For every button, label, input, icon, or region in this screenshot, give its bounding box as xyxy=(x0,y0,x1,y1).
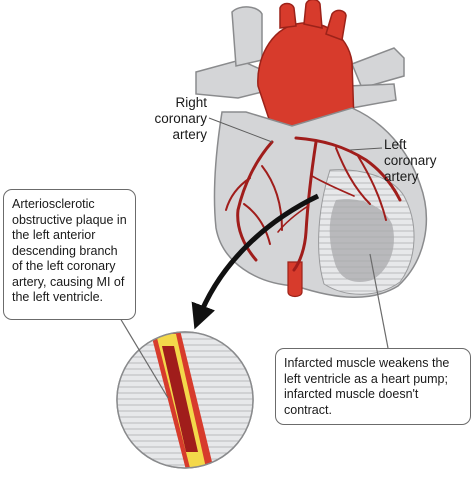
arrow xyxy=(191,193,320,330)
callout-connectors xyxy=(119,253,389,399)
descending-aorta xyxy=(287,261,303,298)
infarct-core xyxy=(329,199,394,282)
callout-infarct: Infarcted muscle weakens the left ventri… xyxy=(275,348,471,425)
callout-plaque: Arteriosclerotic obstructive plaque in t… xyxy=(3,189,136,320)
leader-lines xyxy=(208,117,383,151)
label-right-coronary-artery: Right coronary artery xyxy=(154,95,207,142)
aorta xyxy=(257,0,355,129)
great-vessels xyxy=(195,6,405,109)
artery-zoom-circle xyxy=(116,331,254,469)
label-left-coronary-artery: Left coronary artery xyxy=(384,137,437,184)
